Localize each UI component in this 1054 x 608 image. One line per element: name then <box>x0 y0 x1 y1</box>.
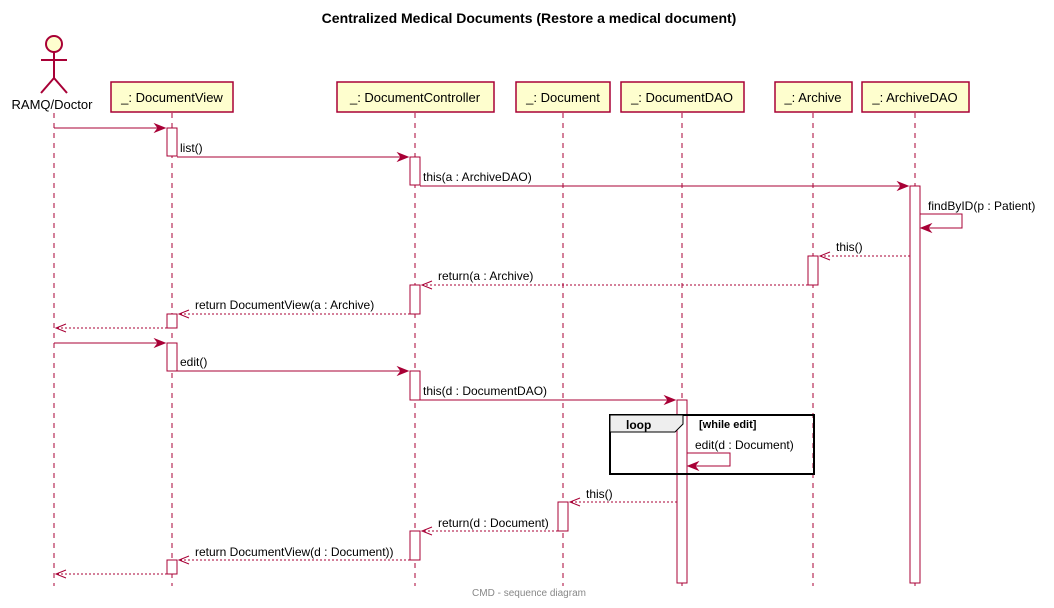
participant-archive: _: Archive <box>774 81 853 113</box>
loop-condition: [while edit] <box>699 419 757 431</box>
message-label: this() <box>836 240 863 254</box>
return-arrow: return DocumentView(d : Document)) <box>177 545 410 565</box>
participant-label: _: ArchiveDAO <box>871 90 957 105</box>
activation-bar <box>807 255 819 286</box>
return-arrow: this() <box>818 240 910 261</box>
activation-bar <box>166 342 178 372</box>
message-label: this(a : ArchiveDAO) <box>423 170 532 184</box>
loop-keyword: loop <box>626 418 651 432</box>
message-arrow <box>54 122 167 134</box>
return-arrow: this() <box>568 487 677 507</box>
message-label: list() <box>180 141 203 155</box>
participant-documentview: _: DocumentView <box>110 81 234 113</box>
participant-label: _: DocumentController <box>349 90 481 105</box>
activation-bar <box>557 501 569 532</box>
return-arrow <box>54 323 167 333</box>
message-label: return DocumentView(d : Document)) <box>195 545 394 559</box>
message-label: findByID(p : Patient) <box>928 199 1035 213</box>
message-label: this(d : DocumentDAO) <box>423 384 547 398</box>
message-arrow: this(a : ArchiveDAO) <box>420 170 910 192</box>
message-arrow <box>54 337 167 349</box>
return-arrow: return(d : Document) <box>420 516 558 536</box>
self-message-arrow: findByID(p : Patient) <box>919 199 1035 234</box>
message-label: return DocumentView(a : Archive) <box>195 298 374 312</box>
activation-bar <box>166 313 178 329</box>
participant-label: _: Document <box>525 90 600 105</box>
participant-documentdao: _: DocumentDAO <box>620 81 745 113</box>
message-arrow: edit() <box>177 355 410 377</box>
message-label: return(a : Archive) <box>438 269 533 283</box>
return-arrow: return(a : Archive) <box>420 269 808 290</box>
diagram-title: Centralized Medical Documents (Restore a… <box>322 10 737 26</box>
participant-label: _: DocumentView <box>120 90 223 105</box>
activation-bar <box>166 559 178 575</box>
diagram-footer: CMD - sequence diagram <box>472 588 586 599</box>
loop-frame: loop [while edit] <box>609 414 815 475</box>
participant-document: _: Document <box>515 81 611 113</box>
activation-bar <box>409 284 421 315</box>
activation-bar <box>166 127 178 157</box>
return-arrow: return DocumentView(a : Archive) <box>177 298 410 319</box>
participant-documentcontroller: _: DocumentController <box>336 81 495 113</box>
participant-archivedao: _: ArchiveDAO <box>861 81 970 113</box>
participant-label: _: DocumentDAO <box>630 90 733 105</box>
self-message-arrow: edit(d : Document) <box>686 438 794 472</box>
activation-bar <box>909 185 921 584</box>
message-label: return(d : Document) <box>438 516 549 530</box>
message-label: edit() <box>180 355 207 369</box>
actor-ramq-doctor <box>40 35 68 94</box>
actor-label: RAMQ/Doctor <box>12 97 94 112</box>
activation-bar <box>409 370 421 401</box>
return-arrow <box>54 569 167 579</box>
message-arrow: list() <box>177 141 410 163</box>
activation-bar <box>409 530 421 561</box>
activation-bar <box>676 399 688 584</box>
message-label: this() <box>586 487 613 501</box>
message-arrow: this(d : DocumentDAO) <box>420 384 677 406</box>
participant-label: _: Archive <box>783 90 841 105</box>
message-label: edit(d : Document) <box>695 438 794 452</box>
activation-bar <box>409 156 421 186</box>
